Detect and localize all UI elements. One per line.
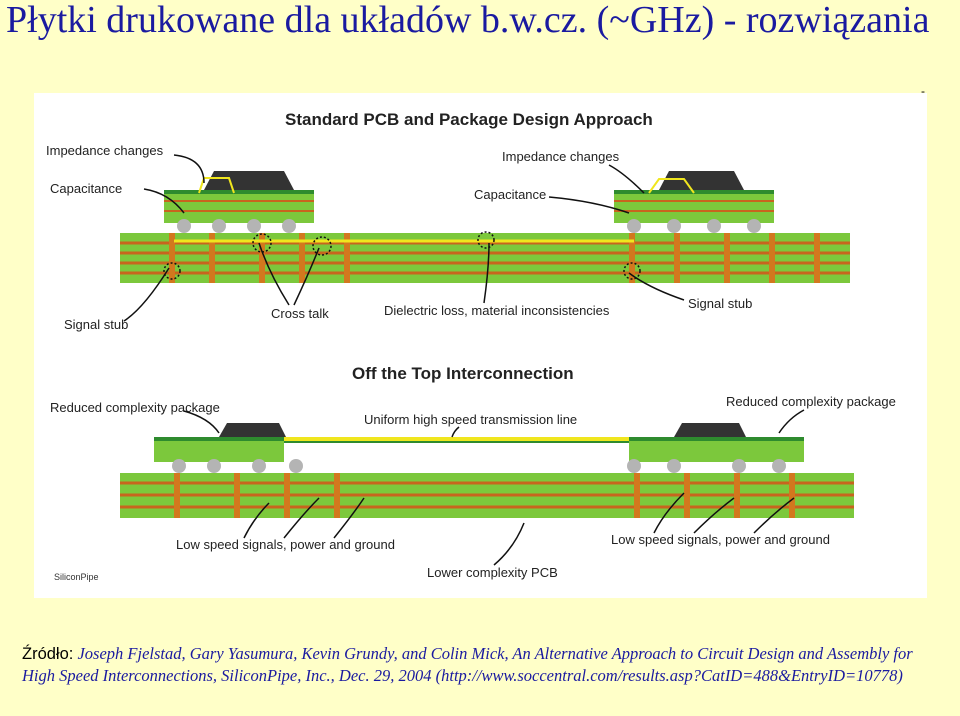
top-pcb-board (120, 233, 850, 283)
label-lower-complexity: Lower complexity PCB (427, 565, 558, 580)
bottom-pcb-board (120, 473, 854, 518)
label-impedance-left: Impedance changes (46, 143, 164, 158)
bottom-left-package (154, 423, 303, 473)
uniform-transmission-line (284, 437, 629, 441)
label-low-speed-left: Low speed signals, power and ground (176, 537, 395, 552)
label-capacitance-right: Capacitance (474, 187, 546, 202)
bottom-right-package (627, 423, 804, 473)
label-reduced-right: Reduced complexity package (726, 394, 896, 409)
pcb-figure: Standard PCB and Package Design Approach (34, 93, 927, 598)
slide-title: Płytki drukowane dla układów b.w.cz. (~G… (6, 0, 930, 41)
label-reduced-left: Reduced complexity package (50, 400, 220, 415)
bottom-heading: Off the Top Interconnection (352, 364, 574, 383)
label-uniform-line: Uniform high speed transmission line (364, 412, 577, 427)
bottom-callout-arrows (183, 409, 805, 566)
source-citation: Joseph Fjelstad, Gary Yasumura, Kevin Gr… (22, 644, 913, 685)
label-cross-talk: Cross talk (271, 306, 329, 321)
stray-mark: - (921, 84, 925, 98)
source-caption: Źródło: Joseph Fjelstad, Gary Yasumura, … (22, 643, 942, 686)
label-signal-stub-right: Signal stub (688, 296, 752, 311)
top-heading: Standard PCB and Package Design Approach (285, 110, 653, 129)
label-signal-stub-left: Signal stub (64, 317, 128, 332)
label-low-speed-right: Low speed signals, power and ground (611, 532, 830, 547)
label-impedance-right: Impedance changes (502, 149, 620, 164)
top-left-package (164, 171, 314, 233)
top-callout-arrows (123, 154, 685, 322)
label-capacitance-left: Capacitance (50, 181, 122, 196)
pcb-diagram: Standard PCB and Package Design Approach (46, 110, 896, 582)
top-right-package (614, 171, 774, 233)
label-dielectric: Dielectric loss, material inconsistencie… (384, 303, 610, 318)
source-label: Źródło: (22, 645, 74, 663)
siliconpipe-logo: SiliconPipe (54, 572, 99, 582)
